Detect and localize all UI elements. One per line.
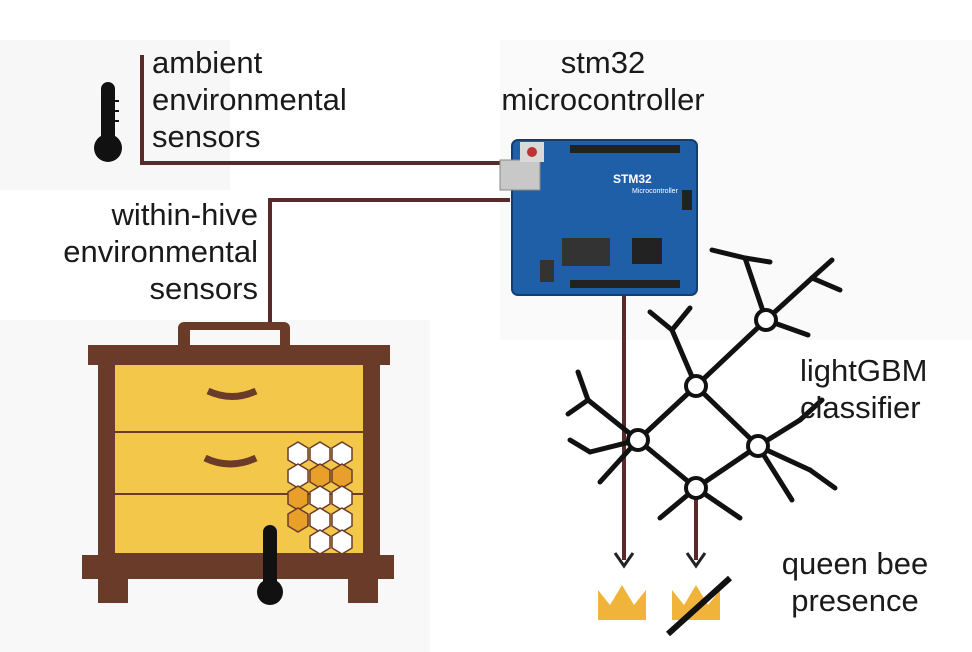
board-submarking: Microcontroller (632, 188, 679, 195)
within-hive-sensors-label: within-hive environmental sensors (63, 197, 258, 306)
microcontroller-label: stm32 microcontroller (501, 45, 705, 117)
arrowhead-present (613, 552, 635, 569)
crossed-crown-icon (665, 575, 733, 637)
honeycomb (287, 441, 353, 555)
ambient-wire (140, 55, 510, 165)
hive-thermometer-icon (257, 525, 283, 605)
stm32-board: STM32 Microcontroller (499, 139, 698, 296)
board-marking: STM32 (613, 172, 652, 186)
arrowhead-absent (685, 552, 707, 569)
tree-nodes (626, 308, 778, 500)
queen-bee-presence-label: queen bee presence (781, 546, 929, 618)
classifier-label: lightGBM classifier (800, 353, 928, 425)
crown-icon (598, 585, 646, 620)
ambient-thermometer-icon (94, 82, 122, 162)
ambient-sensors-label: ambient environmental sensors (152, 45, 347, 154)
